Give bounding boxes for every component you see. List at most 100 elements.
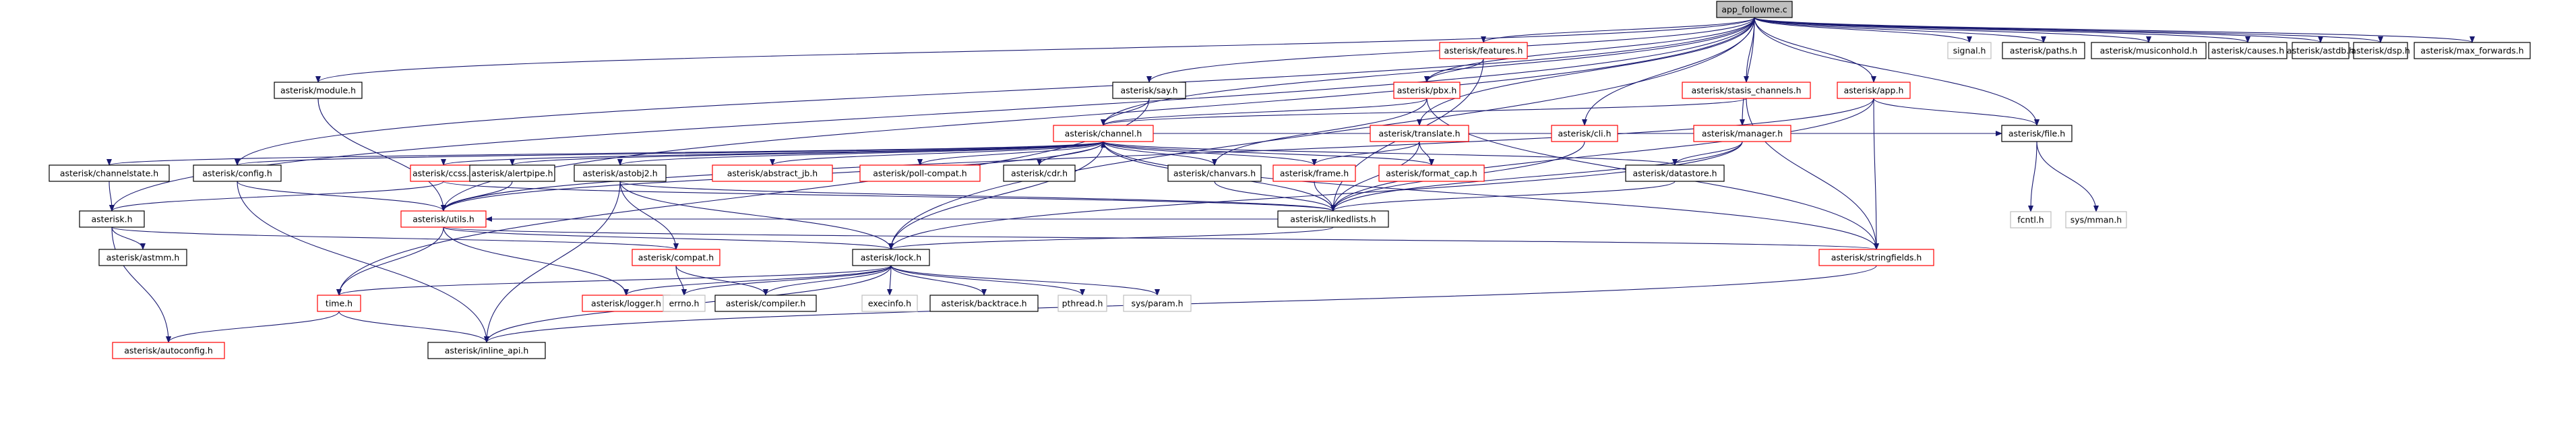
node-label: time.h	[326, 299, 352, 309]
node-box	[1112, 82, 1186, 99]
node-box	[79, 210, 145, 228]
node-features[interactable]: asterisk/features.h	[1439, 42, 1528, 59]
node-maxfwd[interactable]: asterisk/max_forwards.h	[2414, 42, 2531, 59]
node-stasis[interactable]: asterisk/stasis_channels.h	[1682, 82, 1811, 99]
edge-frame-to-linkedlists	[1314, 181, 1336, 212]
node-module[interactable]: asterisk/module.h	[274, 82, 363, 99]
node-box	[632, 249, 720, 266]
edge-ccss-to-linkedlists	[443, 181, 1336, 212]
node-label: asterisk/pbx.h	[1397, 86, 1457, 96]
node-box	[929, 295, 1039, 312]
node-lock[interactable]: asterisk/lock.h	[852, 249, 930, 266]
node-formatcap[interactable]: asterisk/format_cap.h	[1378, 164, 1485, 182]
edge-chanstate-to-asterisk	[109, 181, 115, 212]
edge-root-to-manager	[1740, 17, 1755, 126]
node-box	[574, 164, 667, 182]
edge-app-to-stringfields	[1873, 98, 1879, 250]
node-autoconfig[interactable]: asterisk/autoconfig.h	[112, 342, 225, 359]
node-moh[interactable]: asterisk/musiconhold.h	[2091, 42, 2207, 59]
node-utils[interactable]: asterisk/utils.h	[400, 210, 487, 228]
node-label: asterisk/causes.h	[2211, 46, 2284, 56]
node-compiler[interactable]: asterisk/compiler.h	[714, 295, 817, 312]
node-label: asterisk/format_cap.h	[1386, 169, 1477, 179]
node-compat[interactable]: asterisk/compat.h	[632, 249, 720, 266]
node-frame[interactable]: asterisk/frame.h	[1272, 164, 1356, 182]
node-label: asterisk/compiler.h	[726, 299, 806, 309]
edge-features-to-pbx	[1424, 58, 1484, 83]
node-box	[1123, 295, 1192, 312]
node-label: asterisk/chanvars.h	[1173, 169, 1256, 179]
node-pbx[interactable]: asterisk/pbx.h	[1393, 82, 1461, 99]
node-paths[interactable]: asterisk/paths.h	[2002, 42, 2085, 59]
edge-lock-to-time	[336, 265, 892, 296]
edge-manager-to-datastore	[1672, 141, 1743, 166]
node-say[interactable]: asterisk/say.h	[1112, 82, 1186, 99]
edge-root-to-file	[1754, 17, 2040, 126]
node-config[interactable]: asterisk/config.h	[193, 164, 282, 182]
edge-channel-to-astobj2	[617, 141, 1104, 166]
edge-time-to-inlineapi	[338, 311, 489, 343]
edge-lock-to-backtrace	[890, 265, 987, 296]
node-translate[interactable]: asterisk/translate.h	[1370, 125, 1469, 142]
node-cli[interactable]: asterisk/cli.h	[1551, 125, 1618, 142]
node-chanstate[interactable]: asterisk/channelstate.h	[49, 164, 170, 182]
edge-compat-to-compiler	[675, 265, 768, 296]
node-label: asterisk/linkedlists.h	[1290, 214, 1376, 224]
node-box	[1053, 125, 1154, 142]
node-ccss[interactable]: asterisk/ccss.h	[410, 164, 477, 182]
node-dsp[interactable]: asterisk/dsp.h	[2351, 42, 2410, 59]
node-astobj2[interactable]: asterisk/astobj2.h	[574, 164, 667, 182]
node-label: asterisk/file.h	[2008, 129, 2065, 139]
node-astmm[interactable]: asterisk/astmm.h	[98, 249, 187, 266]
edge-linkedlists-to-lock	[888, 226, 1334, 250]
node-box	[1057, 295, 1107, 312]
node-box	[274, 82, 363, 99]
node-box	[427, 342, 546, 359]
node-chanvars[interactable]: asterisk/chanvars.h	[1167, 164, 1262, 182]
node-signal: signal.h	[1947, 42, 1992, 59]
node-label: app_followme.c	[1721, 5, 1787, 15]
node-label: asterisk/astobj2.h	[582, 169, 657, 179]
edge-channel-to-formatcap	[1103, 141, 1434, 166]
edge-pbx-to-channel	[1101, 98, 1428, 126]
node-file[interactable]: asterisk/file.h	[2001, 125, 2073, 142]
node-label: asterisk/lock.h	[861, 253, 921, 263]
node-datastore[interactable]: asterisk/datastore.h	[1625, 164, 1725, 182]
node-label: asterisk/dsp.h	[2351, 46, 2410, 56]
node-backtrace[interactable]: asterisk/backtrace.h	[929, 295, 1039, 312]
node-time[interactable]: time.h	[317, 295, 361, 312]
node-box	[2002, 42, 2085, 59]
edge-file-to-sysmman	[2036, 141, 2099, 212]
node-channel[interactable]: asterisk/channel.h	[1053, 125, 1154, 142]
node-root[interactable]: app_followme.c	[1716, 1, 1793, 18]
node-manager[interactable]: asterisk/manager.h	[1693, 125, 1791, 142]
node-label: sys/param.h	[1131, 299, 1183, 309]
node-asterisk[interactable]: asterisk.h	[79, 210, 145, 228]
node-box	[1947, 42, 1992, 59]
node-label: asterisk/compat.h	[638, 253, 714, 263]
edge-app-to-utils	[441, 98, 1874, 212]
node-linkedlists[interactable]: asterisk/linkedlists.h	[1277, 210, 1389, 228]
node-app[interactable]: asterisk/app.h	[1837, 82, 1911, 99]
edge-root-to-causes	[1754, 17, 2250, 43]
node-label: asterisk/alertpipe.h	[471, 169, 553, 179]
edge-module-to-utils	[317, 98, 446, 212]
edge-root-to-translate	[1417, 17, 1755, 126]
node-label: signal.h	[1953, 46, 1986, 56]
node-box	[1272, 164, 1356, 182]
node-astdb[interactable]: asterisk/astdb.h	[2287, 42, 2354, 59]
node-inlineapi[interactable]: asterisk/inline_api.h	[427, 342, 546, 359]
edge-manager-to-lock	[888, 141, 1743, 250]
node-cdr[interactable]: asterisk/cdr.h	[1003, 164, 1076, 182]
node-box	[112, 342, 225, 359]
node-label: asterisk/backtrace.h	[941, 299, 1026, 309]
node-causes[interactable]: asterisk/causes.h	[2208, 42, 2288, 59]
node-abstractjb[interactable]: asterisk/abstract_jb.h	[712, 164, 833, 182]
node-stringfields[interactable]: asterisk/stringfields.h	[1818, 249, 1934, 266]
edge-channel-to-chanstate	[106, 141, 1104, 166]
node-label: asterisk/cli.h	[1558, 129, 1611, 139]
node-alertpipe[interactable]: asterisk/alertpipe.h	[469, 164, 555, 182]
node-pollcompat[interactable]: asterisk/poll-compat.h	[859, 164, 981, 182]
node-logger[interactable]: asterisk/logger.h	[582, 295, 671, 312]
edge-channel-to-abstractjb	[770, 141, 1104, 166]
